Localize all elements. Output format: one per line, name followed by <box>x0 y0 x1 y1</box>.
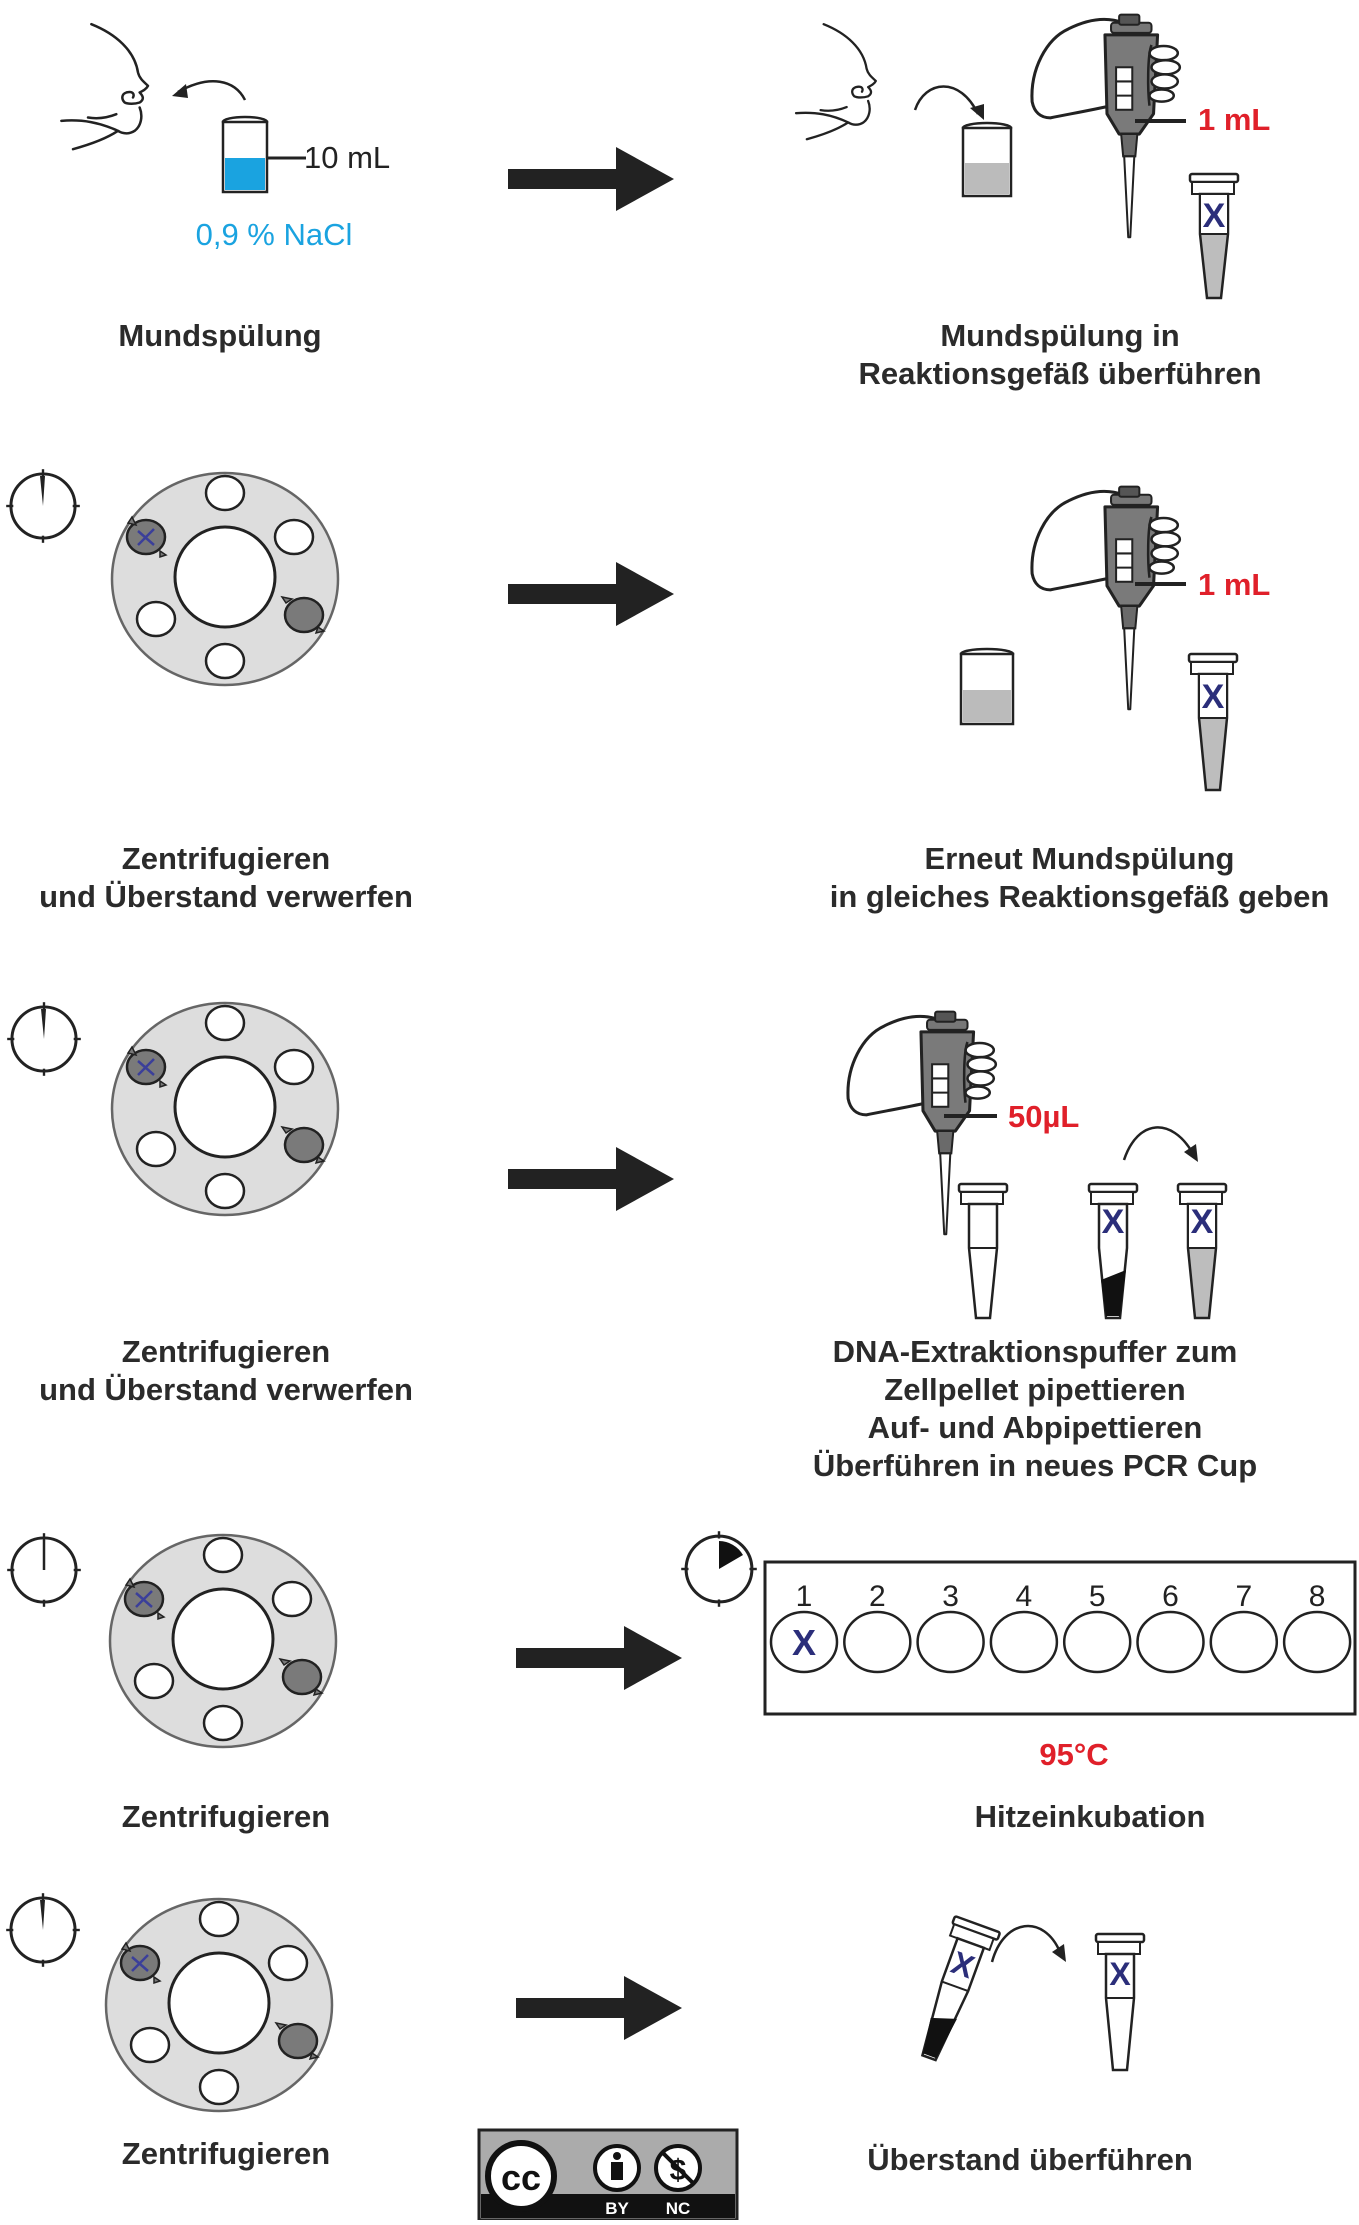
centrifuge-rotor-icon <box>110 471 340 687</box>
strip-number: 1 <box>796 1580 813 1613</box>
caption-repeat-mouthwash: Erneut Mundspülung in gleiches Reaktions… <box>800 840 1359 916</box>
tube-mark: X <box>1202 678 1225 716</box>
strip-well <box>843 1610 912 1674</box>
arrowhead-icon <box>1052 1944 1066 1962</box>
caption-line: und Überstand verwerfen <box>39 879 413 914</box>
cc-logo-text: cc <box>501 2157 541 2198</box>
process-arrow-2 <box>508 562 674 626</box>
process-arrow-4 <box>516 1626 682 1690</box>
strip-number: 7 <box>1235 1580 1252 1613</box>
strip-number: 8 <box>1309 1580 1326 1613</box>
strip-well <box>989 1610 1059 1674</box>
solution-label: 0,9 % NaCl <box>196 217 353 252</box>
caption-heat-incubation: Hitzeinkubation <box>900 1798 1280 1836</box>
face-illustration-2 <box>794 22 878 141</box>
strip-number: 5 <box>1089 1580 1106 1613</box>
pcr-tube-new-icon <box>1094 1932 1146 2072</box>
beaker-volume-label: 10 mL <box>304 140 390 175</box>
tube-mark: X <box>1203 197 1226 235</box>
temperature-label: 95°C <box>1039 1737 1108 1772</box>
strip-well <box>1209 1610 1279 1674</box>
beaker-gray-icon <box>959 647 1015 726</box>
caption-line: Mundspülung <box>118 318 322 353</box>
caption-centrifuge-2: Zentrifugieren <box>60 2135 392 2173</box>
pipette-volume-label: 1 mL <box>1198 567 1270 602</box>
pcr-tube-new-icon <box>1176 1182 1228 1320</box>
caption-line: und Überstand verwerfen <box>39 1372 413 1407</box>
caption-transfer-mouthwash: Mundspülung in Reaktionsgefäß überführen <box>780 317 1340 393</box>
strip-wells: X <box>769 1610 1352 1674</box>
process-arrow-5 <box>516 1976 682 2040</box>
caption-line: Erneut Mundspülung <box>924 841 1235 876</box>
strip-well <box>916 1610 985 1674</box>
strip-numbers: 1 2 3 4 5 6 7 8 <box>796 1580 1326 1613</box>
pcr-tube-empty-icon <box>957 1182 1009 1320</box>
process-arrow-3 <box>508 1147 674 1211</box>
caption-line: Zentrifugieren <box>121 2136 331 2171</box>
caption-line: DNA-Extraktionspuffer zum <box>832 1334 1238 1369</box>
pcr-tube-tilted-icon: X <box>920 1915 1001 2062</box>
caption-centrifuge-discard: Zentrifugieren und Überstand verwerfen <box>0 840 452 916</box>
strip-number: 6 <box>1162 1580 1179 1613</box>
curved-arrow-icon <box>177 80 247 101</box>
arrowhead-icon <box>970 104 984 120</box>
centrifuge-rotor-icon <box>110 1001 340 1217</box>
beaker-gray-icon <box>961 121 1013 198</box>
caption-line: Hitzeinkubation <box>974 1799 1206 1834</box>
caption-line: Mundspülung in <box>940 318 1180 353</box>
face-illustration <box>59 22 150 151</box>
timer-clock-icon <box>5 468 81 544</box>
strip-number: 3 <box>942 1580 959 1613</box>
caption-transfer-supernatant: Überstand überführen <box>820 2141 1240 2179</box>
centrifuge-rotor-icon <box>104 1897 334 2113</box>
pcr-tube-icon <box>1187 652 1239 792</box>
cc-license-badge: cc $ BY NC <box>477 2128 739 2222</box>
caption-centrifuge: Zentrifugieren <box>60 1798 392 1836</box>
pcr-tube-pellet-icon <box>1087 1182 1139 1320</box>
caption-line: Reaktionsgefäß überführen <box>858 356 1262 391</box>
centrifuge-rotor-icon <box>108 1533 338 1749</box>
curved-arrow-icon <box>990 1924 1062 1963</box>
caption-centrifuge-discard-2: Zentrifugieren und Überstand verwerfen <box>0 1333 452 1409</box>
caption-line: Zellpellet pipettieren <box>884 1372 1186 1407</box>
strip-number: 2 <box>869 1580 886 1613</box>
pipette-icon <box>1030 485 1182 711</box>
caption-line: Überführen in neues PCR Cup <box>812 1448 1258 1483</box>
timer-clock-icon <box>6 1001 82 1077</box>
license-by-text: BY <box>605 2199 629 2218</box>
beaker-icon <box>221 115 269 194</box>
caption-line: Auf- und Abpipettieren <box>867 1410 1203 1445</box>
strip-well <box>769 1610 839 1674</box>
caption-line: Zentrifugieren <box>121 841 331 876</box>
tube-mark: X <box>1109 1956 1131 1992</box>
tube-mark: X <box>1191 1203 1214 1241</box>
caption-line: Zentrifugieren <box>121 1799 331 1834</box>
curved-arrow-icon <box>1122 1126 1194 1161</box>
pipette-volume-label: 50µL <box>1008 1099 1079 1134</box>
curved-arrow-icon <box>913 85 980 115</box>
arrowhead-icon <box>1184 1144 1198 1162</box>
license-nc-text: NC <box>666 2199 691 2218</box>
cc-logo-icon <box>485 2140 557 2212</box>
caption-mouthwash: Mundspülung <box>60 317 380 355</box>
caption-line: Überstand überführen <box>867 2142 1193 2177</box>
caption-dna-extraction: DNA-Extraktionspuffer zum Zellpellet pip… <box>760 1333 1310 1485</box>
caption-line: Zentrifugieren <box>121 1334 331 1369</box>
pcr-tube-icon <box>1188 172 1240 300</box>
strip-well <box>1062 1610 1132 1674</box>
timer-clock-icon <box>5 1892 81 1968</box>
timer-clock-icon <box>6 1532 82 1608</box>
well-mark: X <box>792 1622 816 1663</box>
tube-mark: X <box>1102 1203 1125 1241</box>
heat-timer-icon <box>680 1530 758 1608</box>
caption-line: in gleiches Reaktionsgefäß geben <box>829 879 1330 914</box>
strip-well <box>1136 1610 1205 1674</box>
strip-number: 4 <box>1016 1580 1033 1613</box>
strip-well <box>1282 1610 1352 1674</box>
process-arrow-1 <box>508 147 674 211</box>
arrowhead-icon <box>172 84 188 98</box>
pipette-icon <box>1030 13 1182 239</box>
pipette-volume-label: 1 mL <box>1198 102 1270 137</box>
